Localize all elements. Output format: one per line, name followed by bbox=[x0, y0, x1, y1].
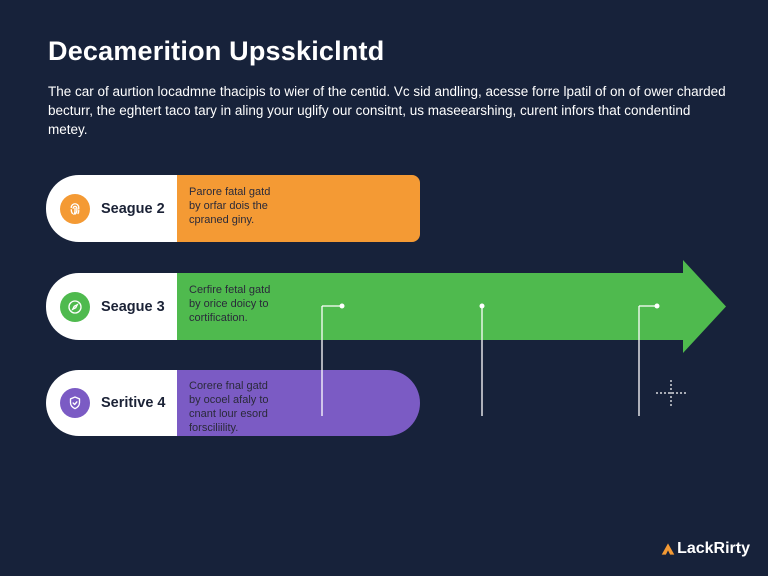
stage-text-line: Cerfire fetal gatd bbox=[189, 284, 271, 296]
stage-label: Seritive 4 bbox=[101, 395, 166, 411]
stage-pill: Seague 2 bbox=[46, 175, 177, 242]
stage-text-line: Parore fatal gatd bbox=[189, 186, 271, 198]
brand-logo: LackRirty bbox=[661, 540, 750, 558]
intro-paragraph: The car of aurtion locadmne thacipis to … bbox=[48, 82, 728, 139]
stage-pill: Seritive 4 bbox=[46, 370, 177, 436]
page-title: Decamerition Upsskiclntd bbox=[48, 36, 385, 66]
stage-text-line: by orice doicy to bbox=[189, 298, 269, 310]
stage-arrow bbox=[177, 260, 726, 353]
intro-line: The car of aurtion locadmne thacipis to … bbox=[48, 84, 726, 99]
brand-name: LackRirty bbox=[677, 540, 750, 557]
shield-icon bbox=[69, 396, 81, 410]
stage-badge bbox=[60, 193, 90, 224]
stage-text-line: cortification. bbox=[189, 312, 248, 324]
fingerprint-icon bbox=[70, 202, 80, 215]
stage-text-line: cnant lour esord bbox=[189, 408, 268, 420]
arrow-mark-icon bbox=[661, 543, 675, 555]
stage-label: Seague 3 bbox=[101, 298, 165, 315]
stage-pill: Seague 3 bbox=[46, 273, 177, 340]
stage-badge bbox=[60, 291, 90, 322]
stage-text-line: cpraned giny. bbox=[189, 214, 255, 226]
stage-text-line: by ocoel afaly to bbox=[189, 394, 269, 406]
stage-panel: Corere fnal gatd by ocoel afaly to cnant… bbox=[177, 370, 420, 436]
stage-text-line: forsciliility. bbox=[189, 422, 239, 434]
compass-icon bbox=[68, 299, 82, 314]
stage-row-3: Cerfire fetal gatd by orice doicy to cor… bbox=[46, 260, 726, 353]
stage-text-line: Corere fnal gatd bbox=[189, 380, 268, 392]
stage-badge bbox=[60, 388, 90, 418]
stage-label: Seague 2 bbox=[101, 200, 165, 217]
stage-panel: Cerfire fetal gatd by orice doicy to cor… bbox=[177, 273, 420, 340]
stage-panel: Parore fatal gatd by orfar dois the cpra… bbox=[177, 175, 420, 242]
crosshair-icon bbox=[656, 380, 686, 406]
intro-line: becturr, the eghtert taco tary in aling … bbox=[48, 103, 691, 137]
stage-row-4: Corere fnal gatd by ocoel afaly to cnant… bbox=[46, 370, 420, 436]
stage-row-2: Parore fatal gatd by orfar dois the cpra… bbox=[46, 175, 420, 242]
stage-text-line: by orfar dois the bbox=[189, 200, 268, 212]
